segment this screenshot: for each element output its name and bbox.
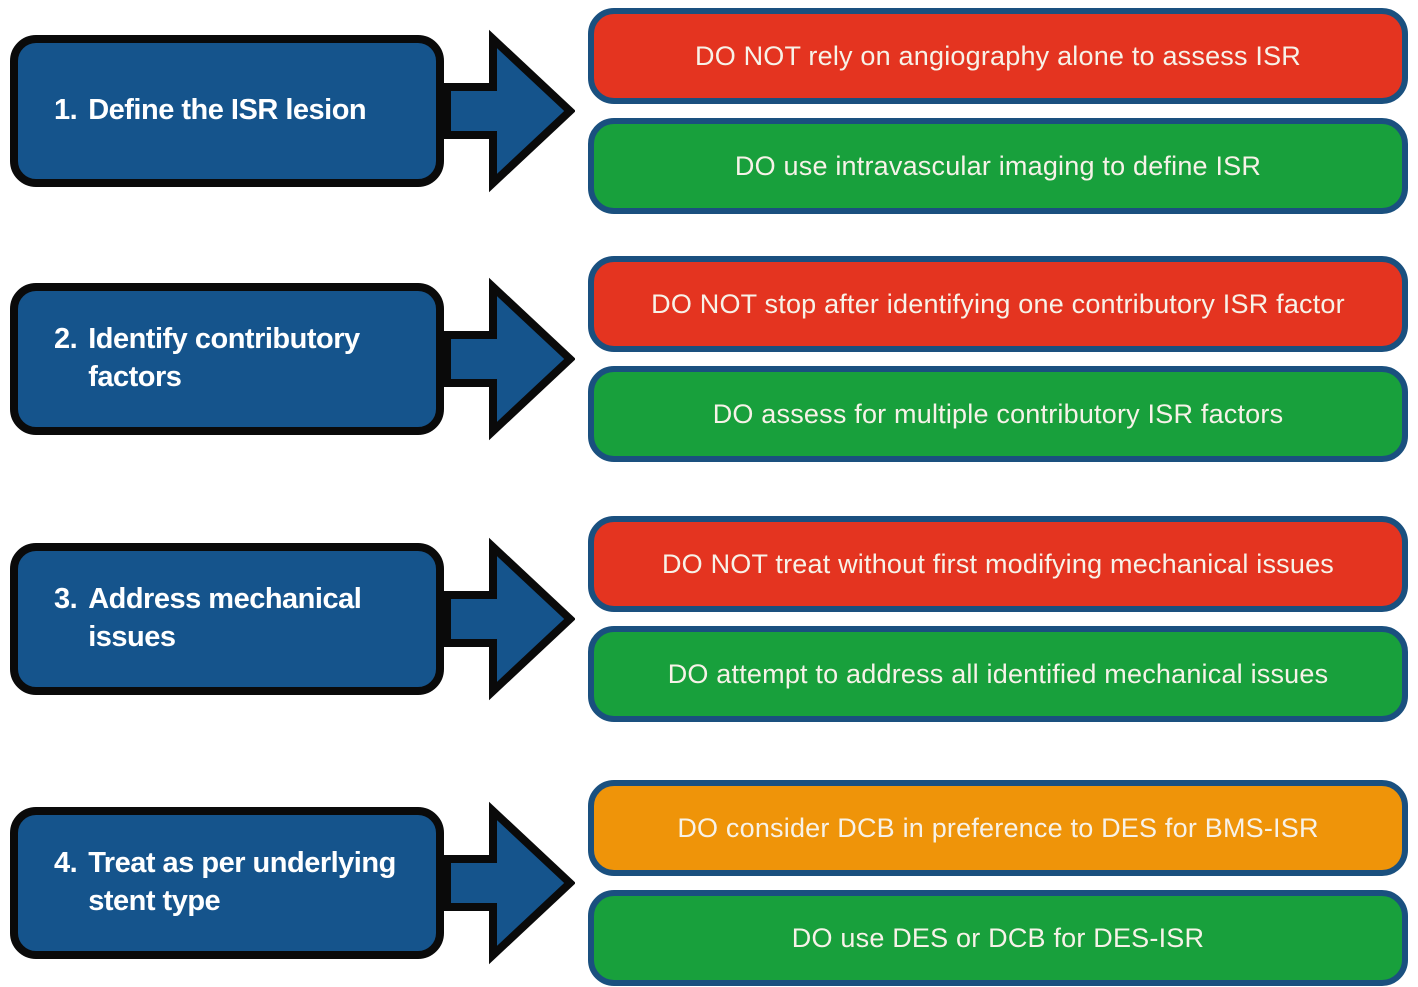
step-4-box: 4. Treat as per underlying stent type — [10, 807, 444, 959]
step-2-do-box: DO assess for multiple contributory ISR … — [588, 366, 1408, 462]
step-4-text: Treat as per underlying stent type — [88, 847, 396, 917]
step-row-2: 2. Identify contributory factors DO NOT … — [0, 256, 1418, 462]
right-arrow-icon — [443, 277, 575, 441]
step-4-number: 4. — [54, 847, 78, 880]
step-row-3: 3. Address mechanical issues DO NOT trea… — [0, 516, 1418, 722]
step-2-dont-box: DO NOT stop after identifying one contri… — [588, 256, 1408, 352]
step-4-label: 4. Treat as per underlying stent type — [54, 845, 423, 920]
step-3-box: 3. Address mechanical issues — [10, 543, 444, 695]
step-2-do-text: DO assess for multiple contributory ISR … — [712, 398, 1284, 429]
step-3-text: Address mechanical issues — [88, 583, 362, 653]
step-4-do-text: DO use DES or DCB for DES-ISR — [791, 922, 1205, 953]
step-4-advice: DO consider DCB in preference to DES for… — [588, 780, 1408, 986]
step-1-label: 1. Define the ISR lesion — [54, 92, 367, 130]
step-2-advice: DO NOT stop after identifying one contri… — [588, 256, 1408, 462]
step-1-dont-text: DO NOT rely on angiography alone to asse… — [695, 40, 1301, 71]
step-2-dont-text: DO NOT stop after identifying one contri… — [651, 288, 1345, 319]
step-2-text: Identify contributory factors — [88, 323, 360, 393]
step-3-shape: 3. Address mechanical issues — [10, 534, 575, 704]
step-4-do-box: DO use DES or DCB for DES-ISR — [588, 890, 1408, 986]
step-1-text: Define the ISR lesion — [88, 94, 367, 127]
step-1-do-box: DO use intravascular imaging to define I… — [588, 118, 1408, 214]
step-1-shape: 1. Define the ISR lesion — [10, 26, 575, 196]
step-4-shape: 4. Treat as per underlying stent type — [10, 798, 575, 968]
step-2-box: 2. Identify contributory factors — [10, 283, 444, 435]
step-row-4: 4. Treat as per underlying stent type DO… — [0, 780, 1418, 986]
step-4-consider-text: DO consider DCB in preference to DES for… — [677, 812, 1319, 843]
step-3-do-box: DO attempt to address all identified mec… — [588, 626, 1408, 722]
step-3-dont-text: DO NOT treat without first modifying mec… — [661, 548, 1335, 579]
right-arrow-icon — [443, 537, 575, 701]
step-row-1: 1. Define the ISR lesion DO NOT rely on … — [0, 8, 1418, 214]
step-1-box: 1. Define the ISR lesion — [10, 35, 444, 187]
step-3-label: 3. Address mechanical issues — [54, 581, 423, 656]
step-1-advice: DO NOT rely on angiography alone to asse… — [588, 8, 1408, 214]
step-3-number: 3. — [54, 583, 78, 616]
step-1-do-text: DO use intravascular imaging to define I… — [734, 150, 1262, 181]
step-1-number: 1. — [54, 94, 78, 127]
step-3-dont-box: DO NOT treat without first modifying mec… — [588, 516, 1408, 612]
right-arrow-icon — [443, 29, 575, 193]
right-arrow-icon — [443, 801, 575, 965]
step-3-advice: DO NOT treat without first modifying mec… — [588, 516, 1408, 722]
step-2-label: 2. Identify contributory factors — [54, 321, 423, 396]
step-1-dont-box: DO NOT rely on angiography alone to asse… — [588, 8, 1408, 104]
step-2-shape: 2. Identify contributory factors — [10, 274, 575, 444]
step-2-number: 2. — [54, 323, 78, 356]
step-4-consider-box: DO consider DCB in preference to DES for… — [588, 780, 1408, 876]
step-3-do-text: DO attempt to address all identified mec… — [667, 658, 1329, 689]
